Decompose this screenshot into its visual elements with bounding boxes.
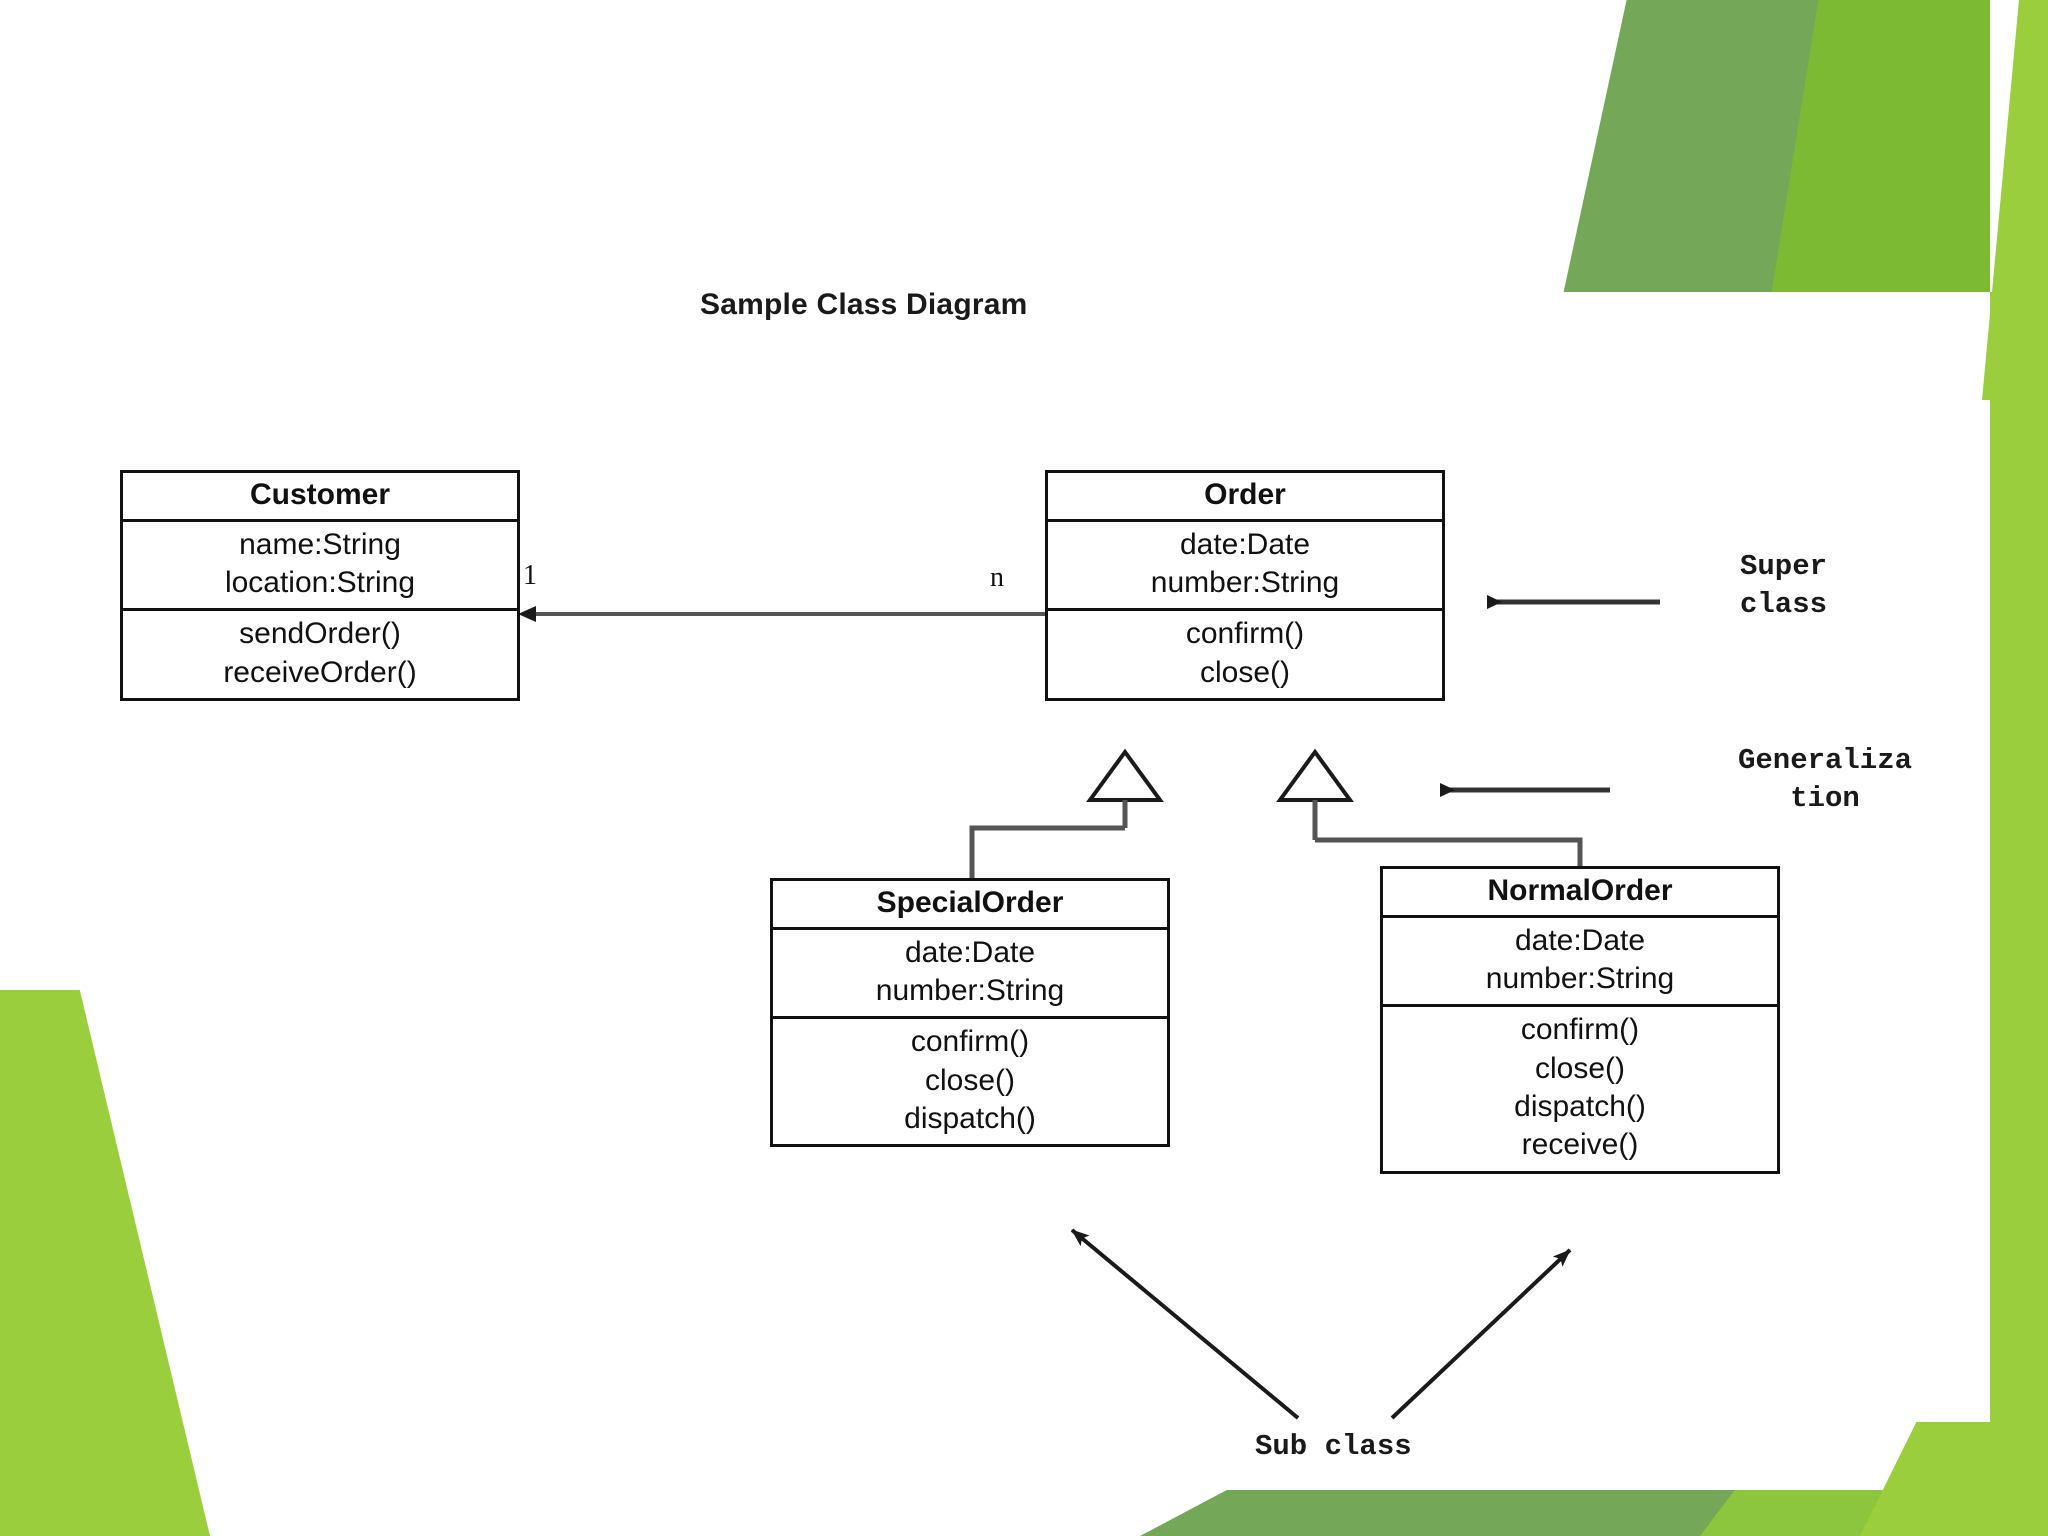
attribute-row: date:Date xyxy=(1179,527,1311,561)
attribute-row: date:Date xyxy=(904,935,1036,969)
multiplicity-label-one: 1 xyxy=(523,560,537,591)
class-box-order[interactable]: Order date:Date number:String confirm() … xyxy=(1045,470,1445,702)
callout-label-super-class: Super class xyxy=(1740,548,1827,625)
attribute-row: number:String xyxy=(1485,961,1675,995)
method-row: confirm() xyxy=(910,1025,1030,1059)
method-row: receiveOrder() xyxy=(223,655,417,689)
method-row: close() xyxy=(1199,655,1290,689)
attribute-row: location:String xyxy=(224,565,416,599)
method-row: confirm() xyxy=(1520,1013,1640,1047)
class-attributes-normalorder: date:Date number:String xyxy=(1383,914,1777,1005)
callout-label-generalization: Generaliza tion xyxy=(1660,742,1990,819)
class-attributes-customer: name:String location:String xyxy=(123,518,517,609)
callout-generalization-line1: Generaliza xyxy=(1737,744,1913,777)
class-methods-customer: sendOrder() receiveOrder() xyxy=(123,608,517,698)
class-name-specialorder: SpecialOrder xyxy=(876,886,1064,919)
class-box-customer[interactable]: Customer name:String location:String sen… xyxy=(120,470,520,702)
class-name-order: Order xyxy=(1204,478,1286,511)
class-box-normalorder[interactable]: NormalOrder date:Date number:String conf… xyxy=(1380,866,1780,1174)
class-name-customer: Customer xyxy=(249,478,391,511)
attribute-row: number:String xyxy=(1150,565,1340,599)
class-box-specialorder[interactable]: SpecialOrder date:Date number:String con… xyxy=(770,878,1170,1148)
class-methods-specialorder: confirm() close() dispatch() xyxy=(773,1016,1167,1144)
class-attributes-order: date:Date number:String xyxy=(1048,518,1442,609)
attribute-row: date:Date xyxy=(1514,923,1646,957)
method-row: receive() xyxy=(1521,1128,1639,1162)
callout-super-line2: class xyxy=(1740,588,1828,622)
class-methods-order: confirm() close() xyxy=(1048,608,1442,698)
method-row: dispatch() xyxy=(904,1102,1036,1136)
callout-label-sub-class: Sub class xyxy=(1255,1430,1412,1463)
decor-green-band-right xyxy=(1990,292,2048,1422)
callout-super-line1: Super xyxy=(1740,550,1828,583)
attribute-row: number:String xyxy=(875,973,1065,1007)
method-row: dispatch() xyxy=(1514,1090,1646,1124)
decor-green-band-bottom-right-mid xyxy=(1700,1490,2048,1536)
class-methods-normalorder: confirm() close() dispatch() receive() xyxy=(1383,1004,1777,1171)
page-title: Sample Class Diagram xyxy=(700,288,1028,321)
class-name-normalorder: NormalOrder xyxy=(1487,874,1673,907)
method-row: close() xyxy=(1534,1051,1625,1085)
attribute-row: name:String xyxy=(239,527,401,561)
multiplicity-label-n: n xyxy=(990,562,1004,593)
method-row: confirm() xyxy=(1185,617,1305,651)
method-row: close() xyxy=(924,1063,1015,1097)
method-row: sendOrder() xyxy=(239,617,401,651)
callout-generalization-line2: tion xyxy=(1790,782,1860,816)
decor-green-band-bottom-right-dark xyxy=(1140,1490,1760,1536)
class-attributes-specialorder: date:Date number:String xyxy=(773,926,1167,1017)
decor-green-wedge-top-right-light xyxy=(1982,0,2048,400)
